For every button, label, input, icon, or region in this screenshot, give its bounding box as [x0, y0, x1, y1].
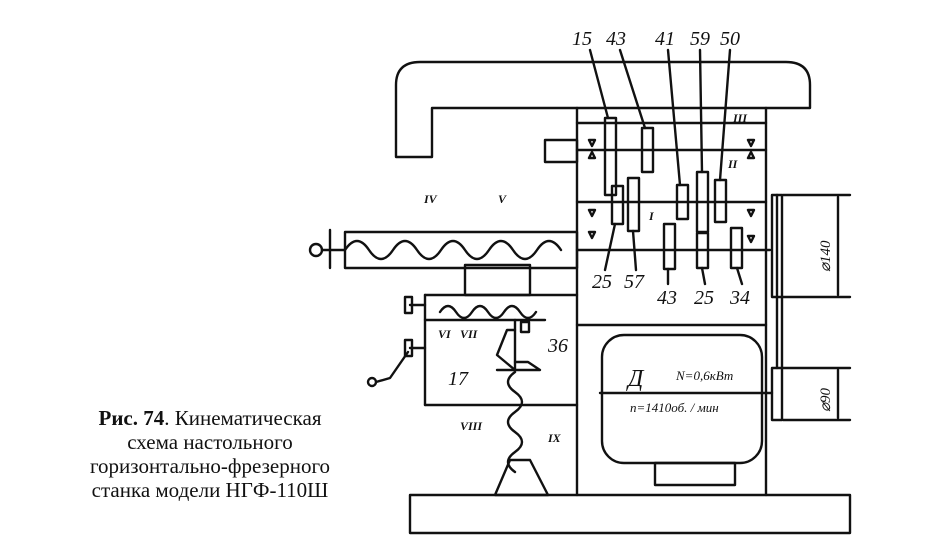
gear-15	[603, 116, 618, 197]
gear-34	[729, 226, 744, 270]
label-shaft-VII: VII	[460, 327, 479, 341]
screw-VI	[438, 304, 538, 320]
gear-57	[626, 176, 641, 233]
bevel-gear-36	[495, 360, 542, 372]
caption-line-2: схема настольного	[127, 430, 293, 454]
label-shaft-VI: VI	[438, 327, 452, 341]
gear-43-top	[640, 126, 655, 174]
gear-25-left	[610, 184, 625, 226]
dim-upper-pulley: ⌀140	[818, 240, 834, 272]
label-shaft-V: V	[498, 192, 507, 206]
caption-line-4: станка модели НГФ-110Ш	[91, 478, 329, 502]
label-bevel-17: 17	[448, 368, 469, 390]
motor-foot	[653, 461, 737, 487]
caption-text-1: . Кинематическая	[164, 406, 322, 430]
label-gear-25-mid: 25	[694, 287, 714, 309]
label-gear-57: 57	[624, 271, 645, 293]
spindle-nose	[543, 138, 579, 164]
motor-speed: n=1410об. / мин	[630, 400, 719, 415]
column	[575, 106, 768, 497]
label-shaft-IV: IV	[423, 192, 438, 206]
caption-line-3: горизонтально-фрезерного	[89, 454, 331, 478]
label-bevel-36: 36	[547, 335, 568, 357]
table	[343, 230, 579, 270]
label-shaft-IX: IX	[547, 431, 562, 445]
bevel-gear-17	[495, 328, 517, 372]
label-gear-25-left: 25	[592, 271, 612, 293]
figure-number: Рис. 74	[98, 406, 165, 430]
screw-VIII	[506, 370, 524, 474]
label-gear-41: 41	[655, 28, 675, 50]
caption-line-1: Рис. 74. Кинематическая	[60, 406, 360, 430]
base	[408, 493, 852, 535]
saddle	[463, 263, 532, 297]
figure-caption: Рис. 74. Кинематическая схема настольног…	[60, 406, 360, 502]
motor-letter: Д	[626, 366, 645, 392]
label-shaft-VIII: VIII	[460, 419, 483, 433]
pulley-90	[770, 366, 784, 422]
gear-43-bottom	[662, 222, 677, 271]
label-gear-15: 15	[572, 28, 592, 50]
dim-lower-pulley: ⌀90	[818, 387, 834, 412]
label-gear-50: 50	[720, 28, 740, 50]
label-shaft-II: II	[727, 157, 739, 171]
screw-IV	[343, 239, 563, 261]
label-gear-43-bottom: 43	[657, 287, 677, 309]
support-IX	[493, 458, 550, 497]
motor-power: N=0,6кВт	[675, 368, 733, 383]
motor-body	[600, 333, 764, 465]
label-shaft-III: III	[732, 111, 748, 125]
label-gear-43-top: 43	[606, 28, 626, 50]
gear-41	[675, 183, 690, 221]
label-gear-59: 59	[690, 28, 710, 50]
label-shaft-I: I	[648, 209, 655, 223]
label-gear-34: 34	[729, 287, 750, 309]
overarm	[394, 60, 812, 159]
